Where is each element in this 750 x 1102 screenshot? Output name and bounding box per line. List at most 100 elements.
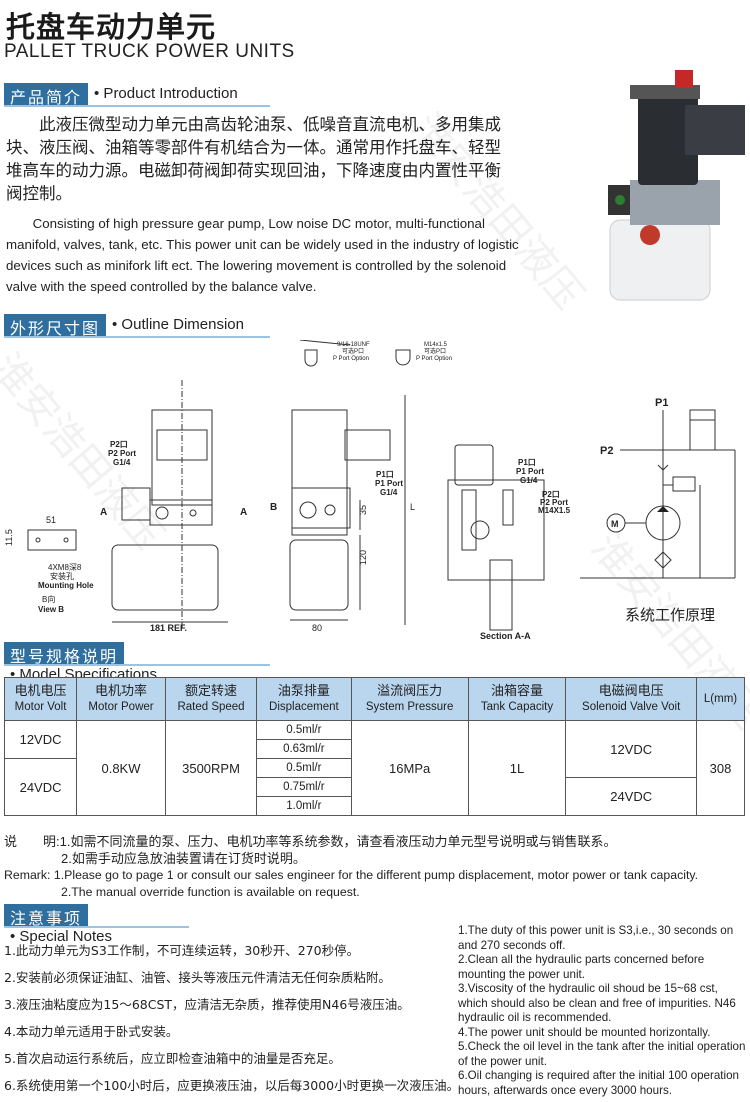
- remark-en-2: 2.The manual override function is availa…: [61, 885, 360, 899]
- special-notes-en: 1.The duty of this power unit is S3,i.e.…: [458, 924, 748, 1098]
- section-special-notes: 注意事项• Special Notes: [4, 904, 189, 945]
- section-title: • Product Introduction: [94, 85, 238, 102]
- section-p2-en: P2 Port: [540, 498, 568, 507]
- cell-displacement: 1.0ml/r: [256, 796, 352, 816]
- note-cn-5: 5.首次启动运行系统后，应立即检查油箱中的油量是否充足。: [4, 1051, 341, 1066]
- note-en-5: 5.Check the oil level in the tank after …: [458, 1040, 746, 1068]
- mounting-hole-cn: 4XM8深8: [48, 563, 82, 572]
- product-photo: [608, 70, 745, 301]
- p-port-option-2-label: P Port Option: [416, 356, 452, 362]
- note-en-4: 4.The power unit should be mounted horiz…: [458, 1025, 711, 1039]
- section-badge: 外形尺寸图: [4, 314, 107, 338]
- section-p1-en: P1 Port: [516, 467, 544, 476]
- p-port-option-1-size: 9/16-18UNF: [337, 342, 370, 348]
- cell-tank: 1L: [467, 720, 567, 816]
- page-title: 托盘车动力单元: [6, 10, 217, 44]
- remark-cn-2: 2.如需手动应急放油装置请在订货时说明。: [61, 851, 306, 866]
- view-b-cn: B向: [42, 594, 55, 604]
- page-subtitle: PALLET TRUCK POWER UNITS: [4, 41, 295, 62]
- mounting-hole-en: Mounting Hole: [38, 581, 94, 590]
- p1-port-en: P1 Port: [375, 479, 403, 488]
- dim-120: 120: [358, 550, 368, 565]
- table-row: 24VDC 0.5ml/r: [3, 758, 745, 816]
- note-cn-1: 1.此动力单元为S3工作制，不可连续运转，30秒开、270秒停。: [4, 943, 360, 958]
- dim-11-5: 11.5: [4, 529, 14, 546]
- note-cn-4: 4.本动力单元适用于卧式安装。: [4, 1024, 179, 1039]
- schematic-title: 系统工作原理: [625, 607, 715, 624]
- note-cn-6: 6.系统使用第一个100小时后，应更换液压油，以后每3000小时更换一次液压油。: [4, 1078, 460, 1093]
- section-mark-a-right: A: [240, 507, 247, 518]
- cell-solenoid-volt: 24VDC: [565, 777, 697, 816]
- table-row: 12VDC 0.8KW 3500RPM 0.5ml/r 16MPa 1L 12V…: [3, 720, 745, 816]
- note-en-6: 6.Oil changing is required after the ini…: [458, 1069, 740, 1097]
- note-cn-3: 3.液压油粘度应为15～68CST，应清洁无杂质，推荐使用N46号液压油。: [4, 997, 410, 1012]
- section-p1-size: G1/4: [520, 476, 538, 485]
- p1-port-size: G1/4: [380, 488, 398, 497]
- cell-displacement: 0.5ml/r: [256, 758, 352, 778]
- cell-pressure: 16MPa: [350, 720, 469, 816]
- mounting-hole-cn2: 安装孔: [50, 571, 74, 581]
- section-a-a-label: Section A-A: [480, 631, 531, 641]
- motor-symbol: M: [611, 519, 619, 529]
- section-outline-dimension: 外形尺寸图 • Outline Dimension: [4, 314, 270, 338]
- dim-l: L: [410, 502, 415, 512]
- section-model-specifications: 型号规格说明• Model Specifications: [4, 642, 270, 683]
- section-p1-cn: P1口: [518, 458, 536, 467]
- cell-displacement: 0.75ml/r: [256, 777, 352, 797]
- note-en-2: 2.Clean all the hydraulic parts concerne…: [458, 953, 705, 981]
- dim-80: 80: [312, 623, 322, 633]
- col-length: L(mm): [696, 677, 745, 721]
- cell-displacement: 0.63ml/r: [256, 739, 352, 759]
- section-title: • Outline Dimension: [112, 316, 244, 333]
- section-p2-size: M14X1.5: [538, 506, 571, 515]
- p-port-option-1-label: P Port Option: [333, 356, 369, 362]
- section-p2-cn: P2口: [542, 490, 560, 499]
- section-mark-a-left: A: [100, 507, 107, 518]
- schematic-p1: P1: [655, 397, 668, 409]
- remark-label-cn: 说 明:: [4, 834, 60, 849]
- intro-text-cn: 此液压微型动力单元由高齿轮油泵、低噪音直流电机、多用集成块、液压阀、油箱等零部件…: [6, 115, 501, 203]
- cell-displacement: 0.5ml/r: [256, 720, 352, 740]
- remarks: 说 明:1.如需不同流量的泵、压力、电机功率等系统参数，请查看液压动力单元型号说…: [4, 833, 698, 901]
- cell-motor-volt: 24VDC: [3, 758, 78, 816]
- special-notes-cn: 1.此动力单元为S3工作制，不可连续运转，30秒开、270秒停。 2.安装前必须…: [4, 940, 459, 1102]
- p-port-option-1-cn: 可选P口: [342, 347, 364, 355]
- remark-label-en: Remark:: [4, 868, 54, 882]
- outline-dimension-drawing: 51 11.5 4XM8深8 安装孔 Mounting Hole B向 View…: [4, 340, 736, 641]
- dim-51: 51: [46, 515, 56, 525]
- p2-port-en: P2 Port: [108, 449, 136, 458]
- intro-text-en: Consisting of high pressure gear pump, L…: [6, 216, 519, 294]
- p1-port-cn: P1口: [376, 470, 394, 479]
- cell-length: 308: [696, 720, 745, 816]
- cell-rated-speed: 3500RPM: [164, 720, 258, 816]
- note-en-1: 1.The duty of this power unit is S3,i.e.…: [458, 924, 734, 952]
- section-badge: 注意事项: [4, 904, 89, 928]
- section-title: • Special Notes: [10, 928, 112, 945]
- schematic-p2: P2: [600, 445, 613, 457]
- section-badge: 产品简介: [4, 83, 89, 107]
- table-row: 0.75ml/r 24VDC: [5, 777, 745, 816]
- p-port-option-2-size: M14x1.5: [424, 342, 448, 348]
- dim-181: 181 REF.: [150, 623, 187, 633]
- section-product-introduction: 产品简介 • Product Introduction: [4, 83, 270, 107]
- remark-en-1: 1.Please go to page 1 or consult our sal…: [53, 868, 699, 882]
- note-cn-2: 2.安装前必须保证油缸、油管、接头等液压元件清洁无任何杂质粘附。: [4, 970, 391, 985]
- p-port-option-2-cn: 可选P口: [424, 347, 446, 355]
- section-badge: 型号规格说明: [4, 642, 125, 666]
- cell-motor-volt: 12VDC: [3, 720, 78, 759]
- note-en-3: 3.Viscosity of the hydraulic oil shoud b…: [458, 982, 736, 1024]
- cell-solenoid-volt: 12VDC: [565, 720, 697, 778]
- table-row: 1.0ml/r: [5, 796, 745, 816]
- dim-35: 35: [358, 505, 368, 515]
- p2-port-size: G1/4: [113, 458, 131, 467]
- view-mark-b: B: [270, 502, 277, 513]
- p2-port-cn: P2口: [110, 440, 128, 449]
